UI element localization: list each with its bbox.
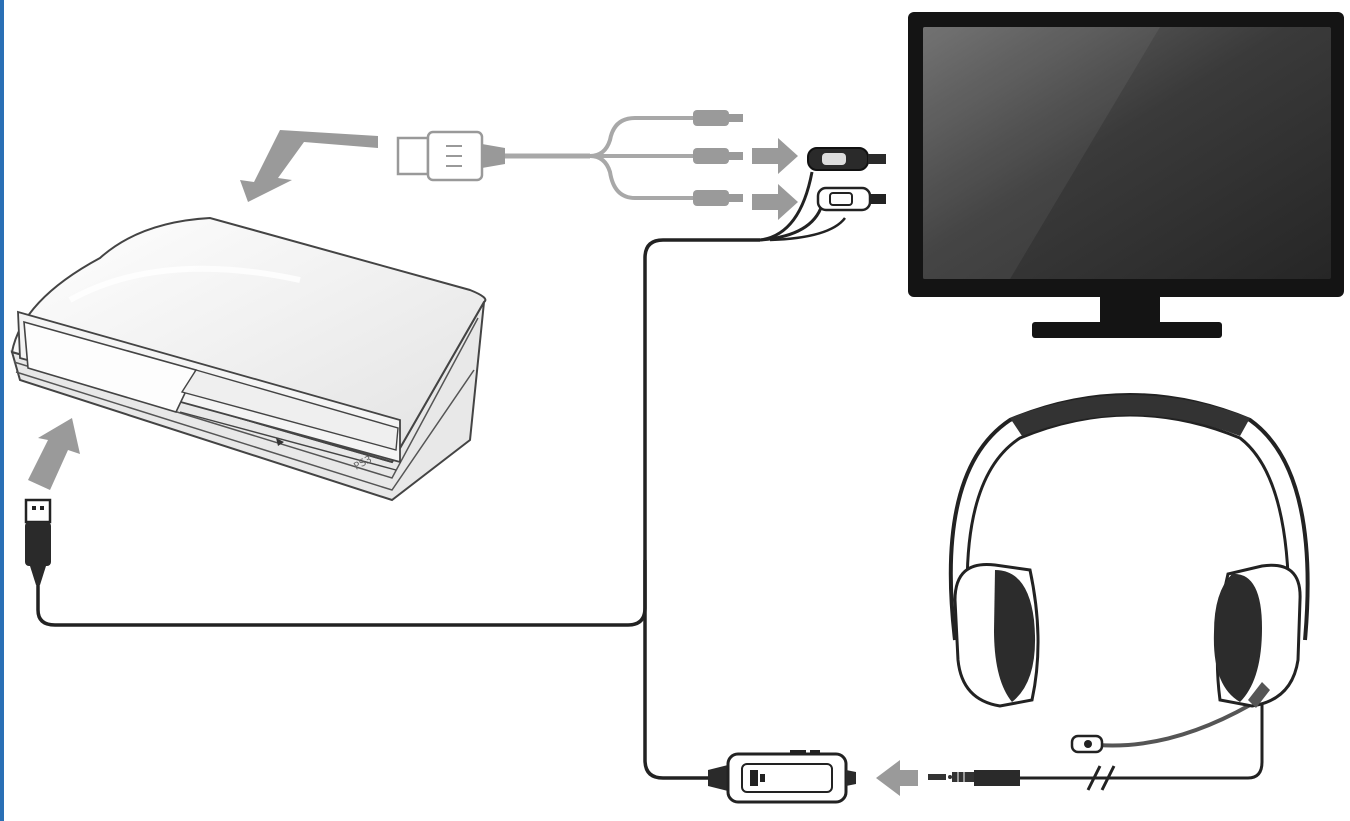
black-plug xyxy=(807,147,886,171)
tv-input-cable-3 xyxy=(769,217,846,242)
cable-break-mark-1 xyxy=(1086,765,1102,791)
rca-branch-bottom xyxy=(589,154,695,200)
usb-cable xyxy=(36,238,760,627)
cable-break-mark-2 xyxy=(1100,765,1116,791)
amp-cable xyxy=(643,560,728,780)
hdmi-to-console-arrow xyxy=(240,130,378,202)
rca-to-tv-arrow-1 xyxy=(752,138,798,174)
left-edge-bar xyxy=(0,0,4,821)
hdmi-plug-icon xyxy=(396,130,505,182)
rca-plug-mid xyxy=(693,148,743,164)
rca-splitter-icon xyxy=(693,110,743,206)
audio-jack-icon xyxy=(928,770,1020,786)
tv-input-cable-2 xyxy=(759,204,824,242)
cables xyxy=(36,116,1264,791)
tv-monitor-icon xyxy=(908,12,1344,338)
headset-icon xyxy=(948,393,1310,754)
mic-boom xyxy=(1097,703,1251,748)
inline-amplifier-icon xyxy=(708,750,856,804)
jack-to-amp-arrow xyxy=(876,760,918,796)
usb-plug-icon xyxy=(24,498,52,585)
white-plug xyxy=(816,186,886,212)
headset-cable xyxy=(1020,700,1264,780)
direction-arrows xyxy=(28,130,918,796)
game-console-icon: PS3 xyxy=(10,216,487,502)
usb-to-console-arrow xyxy=(28,418,80,490)
rca-branch-top xyxy=(589,116,695,158)
rca-to-tv-arrow-2 xyxy=(752,184,798,220)
tv-input-plugs xyxy=(807,147,886,212)
rca-plug-top xyxy=(693,110,743,126)
rca-plug-bottom xyxy=(693,190,743,206)
